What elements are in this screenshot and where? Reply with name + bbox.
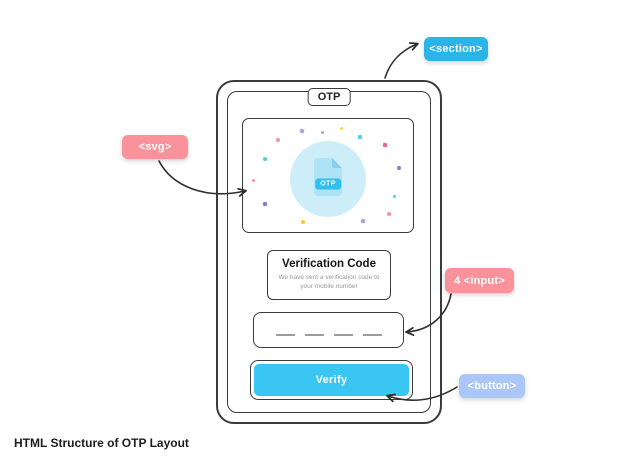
confetti-dot [263, 157, 267, 161]
confetti-square [357, 134, 363, 140]
confetti-dot [252, 179, 255, 182]
confetti-dot [393, 195, 396, 198]
verification-title: Verification Code [282, 258, 376, 270]
verify-button: Verify [254, 364, 409, 396]
confetti-square [262, 201, 268, 207]
diagram-caption: HTML Structure of OTP Layout [14, 436, 189, 450]
phone-frame: OTP [216, 80, 442, 424]
otp-input-field [253, 312, 404, 348]
annotation-button-tag: <button> [459, 374, 525, 398]
annotation-svg-tag: <svg> [122, 135, 188, 159]
confetti-dot [340, 127, 343, 130]
otp-dash [333, 325, 353, 336]
otp-badge: OTP [315, 178, 341, 190]
otp-dash [275, 325, 295, 336]
verify-button-outline: Verify [250, 360, 413, 400]
confetti-dot [301, 220, 305, 224]
otp-illustration: OTP [242, 118, 414, 233]
arrow-section-tag [384, 42, 419, 79]
otp-dash [362, 325, 382, 336]
otp-input-dashes [271, 325, 387, 336]
annotation-input-tag: 4 <input> [445, 268, 514, 293]
confetti-square [382, 142, 388, 148]
otp-section: OTP [227, 88, 431, 413]
confetti-dot [397, 166, 401, 170]
confetti-dot [387, 212, 391, 216]
annotation-section-tag: <section> [424, 37, 488, 61]
otp-header-label: OTP [307, 88, 351, 106]
confetti-dot [276, 138, 280, 142]
verification-code-box: Verification Code We have sent a verific… [267, 250, 391, 300]
confetti-dot [321, 131, 324, 134]
verification-subtitle: We have sent a verification code to your… [278, 274, 380, 291]
confetti-square [299, 128, 305, 134]
otp-dash [304, 325, 324, 336]
confetti-square [360, 218, 366, 224]
illustration-circle: OTP [290, 141, 366, 217]
